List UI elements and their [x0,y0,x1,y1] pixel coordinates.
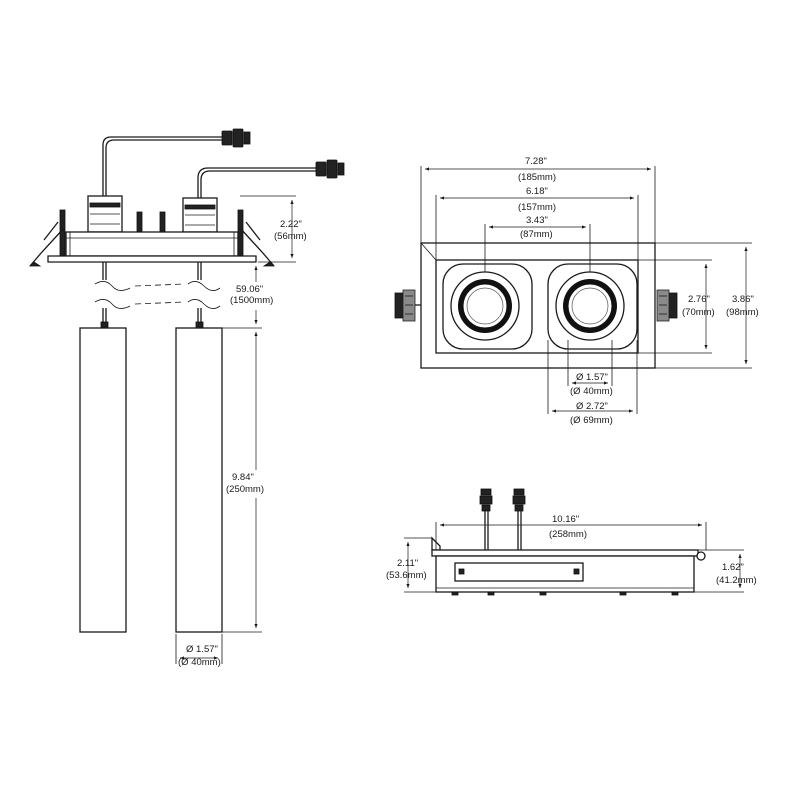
dim-opening-width-mm: (157mm) [518,202,556,213]
mounting-clip-left [29,209,66,267]
dim-housing-length-mm: (258mm) [549,529,587,540]
dim-aperture-diameter-mm: (Ø 40mm) [570,386,613,397]
wire-left [102,136,224,196]
dim-overall-width-mm: (185mm) [518,172,556,183]
dim-trim-height-mm: (56mm) [274,231,307,242]
connector-left [221,128,251,148]
break-line [94,281,131,291]
lamp-left [442,263,533,350]
side-elevation-view: 2.22" (56mm) 59.06" (1500mm) 9.84" (250m… [29,128,345,668]
side-clip-left [394,289,421,322]
dim-cable-length-mm: (1500mm) [230,295,273,306]
dim-opening-width-in: 6.18" [526,186,548,197]
dim-bezel-diameter-in: Ø 2.72" [576,401,608,412]
dim-trim-height-in: 2.22" [280,219,302,230]
lamp-right [547,263,638,350]
dim-housing-body-height-in: 1.62" [722,562,744,573]
driver-module-left [87,195,123,233]
dim-overall-width-in: 7.28" [525,156,547,167]
driver-module-right [182,197,218,233]
dim-cable-length-in: 59.06" [236,284,263,295]
housing-connector-right [512,488,526,550]
side-clip-right [656,289,678,322]
dim-pendant-length-in: 9.84" [232,472,254,483]
housing-connector-left [479,488,493,550]
dim-center-spacing-mm: (87mm) [520,229,553,240]
dim-opening-height-in: 2.76" [688,294,710,305]
dim-housing-total-height-in: 2.11" [397,558,418,569]
housing-top-rail [431,549,699,557]
pendant-left [79,327,127,633]
dim-overall-height-mm: (98mm) [726,307,759,318]
plan-view: 7.28" (185mm) 6.18" (157mm) 3.43" (87mm)… [394,156,759,426]
trim-flange [47,255,257,263]
dim-overall-height-in: 3.86" [732,294,754,305]
dim-pendant-length-mm: (250mm) [226,484,264,495]
pendant-right [175,327,223,633]
dim-aperture-diameter-in: Ø 1.57" [576,372,608,383]
dim-pendant-diameter-in: Ø 1.57" [186,644,218,655]
dim-housing-body-height-mm: (41.2mm) [716,575,757,586]
dim-center-spacing-in: 3.43" [526,215,548,226]
recessed-housing [65,231,239,257]
housing-screw [696,551,706,561]
dim-housing-length-in: 10.16" [552,514,579,525]
housing-label-plate [454,562,584,582]
connector-right [315,159,345,179]
dim-pendant-diameter-mm: (Ø 40mm) [178,657,221,668]
mounting-clip-right [237,209,275,267]
dim-housing-total-height-mm: (53.6mm) [386,570,427,581]
dim-bezel-diameter-mm: (Ø 69mm) [570,415,613,426]
dim-opening-height-mm: (70mm) [682,307,715,318]
housing-side-view: 10.16" (258mm) 2.11" (53.6mm) 1.62" (41.… [386,488,757,596]
wire-right [197,167,318,198]
